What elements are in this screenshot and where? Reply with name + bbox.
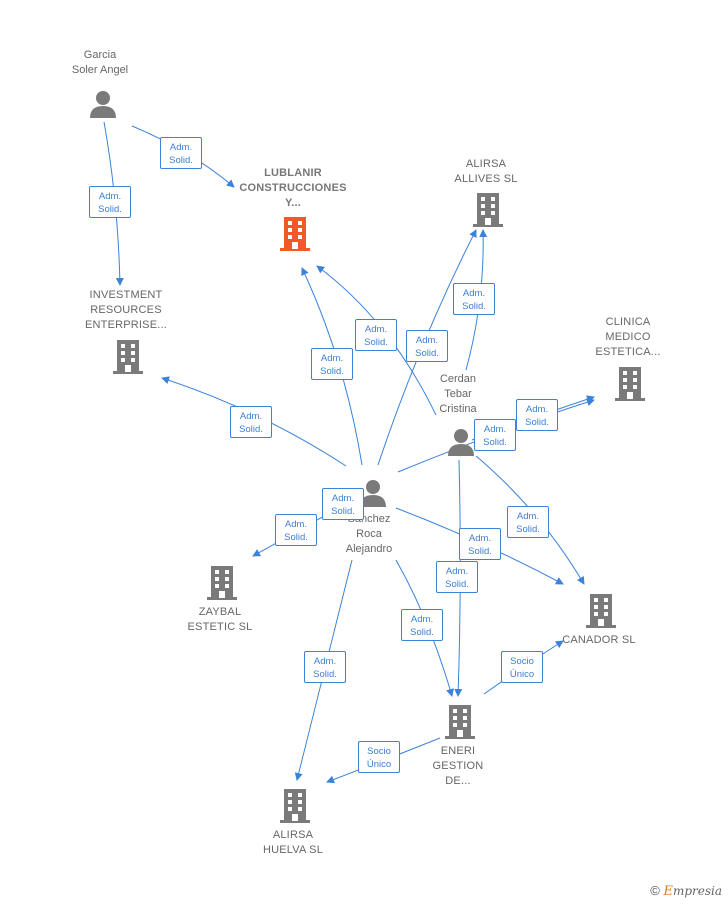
building-icon[interactable]: [615, 367, 645, 401]
edge-label-adm-solid[interactable]: Adm. Solid.: [355, 319, 397, 351]
edge-label-socio-unico[interactable]: Socio Único: [358, 741, 400, 773]
node-label-zaybal[interactable]: ZAYBAL ESTETIC SL: [187, 606, 253, 633]
building-icon[interactable]: [280, 789, 310, 823]
building-icon[interactable]: [473, 193, 503, 227]
person-icon[interactable]: [358, 478, 388, 508]
brand-logo-rest: mpresia: [672, 884, 722, 898]
node-label-alirsa-huelva[interactable]: ALIRSA HUELVA SL: [262, 829, 324, 856]
building-icon-highlight[interactable]: [280, 217, 310, 251]
node-label-garcia[interactable]: Garcia Soler Angel: [71, 49, 129, 76]
node-label-sanchez[interactable]: Sanchez Roca Alejandro: [345, 513, 393, 555]
edge-label-adm-solid[interactable]: Adm. Solid.: [459, 528, 501, 560]
node-label-alirsa-allives[interactable]: ALIRSA ALLIVES SL: [454, 158, 518, 185]
edge-label-adm-solid[interactable]: Adm. Solid.: [401, 609, 443, 641]
node-label-cerdan[interactable]: Cerdan Tebar Cristina: [439, 373, 477, 415]
edge-label-adm-solid[interactable]: Adm. Solid.: [311, 348, 353, 380]
edge-label-adm-solid[interactable]: Adm. Solid.: [275, 514, 317, 546]
edge-label-adm-solid[interactable]: Adm. Solid.: [230, 406, 272, 438]
edge-label-adm-solid[interactable]: Adm. Solid.: [507, 506, 549, 538]
edge-label-adm-solid[interactable]: Adm. Solid.: [322, 488, 364, 520]
copyright-footer: © Empresia: [650, 883, 722, 899]
edge-label-adm-solid[interactable]: Adm. Solid.: [436, 561, 478, 593]
edge-label-socio-unico[interactable]: Socio Único: [501, 651, 543, 683]
node-label-lublanir[interactable]: LUBLANIR CONSTRUCCIONES Y...: [239, 167, 347, 209]
building-icon[interactable]: [445, 705, 475, 739]
person-icon[interactable]: [446, 427, 476, 457]
edge-label-adm-solid[interactable]: Adm. Solid.: [516, 399, 558, 431]
brand-logo-initial: E: [663, 884, 673, 899]
edge-label-adm-solid[interactable]: Adm. Solid.: [304, 651, 346, 683]
edge-label-adm-solid[interactable]: Adm. Solid.: [160, 137, 202, 169]
person-icon[interactable]: [88, 89, 118, 119]
edge-label-adm-solid[interactable]: Adm. Solid.: [453, 283, 495, 315]
node-label-canador[interactable]: CANADOR SL: [562, 634, 636, 646]
node-label-eneri[interactable]: ENERI GESTION DE...: [432, 745, 484, 787]
building-icon[interactable]: [113, 340, 143, 374]
building-icon[interactable]: [207, 566, 237, 600]
node-label-investment[interactable]: INVESTMENT RESOURCES ENTERPRISE...: [84, 289, 168, 331]
copyright-symbol: ©: [650, 883, 660, 898]
edge-label-adm-solid[interactable]: Adm. Solid.: [474, 419, 516, 451]
node-label-clinica[interactable]: CLINICA MEDICO ESTETICA...: [595, 316, 661, 358]
edge-label-adm-solid[interactable]: Adm. Solid.: [89, 186, 131, 218]
building-icon[interactable]: [586, 594, 616, 628]
edge-label-adm-solid[interactable]: Adm. Solid.: [406, 330, 448, 362]
